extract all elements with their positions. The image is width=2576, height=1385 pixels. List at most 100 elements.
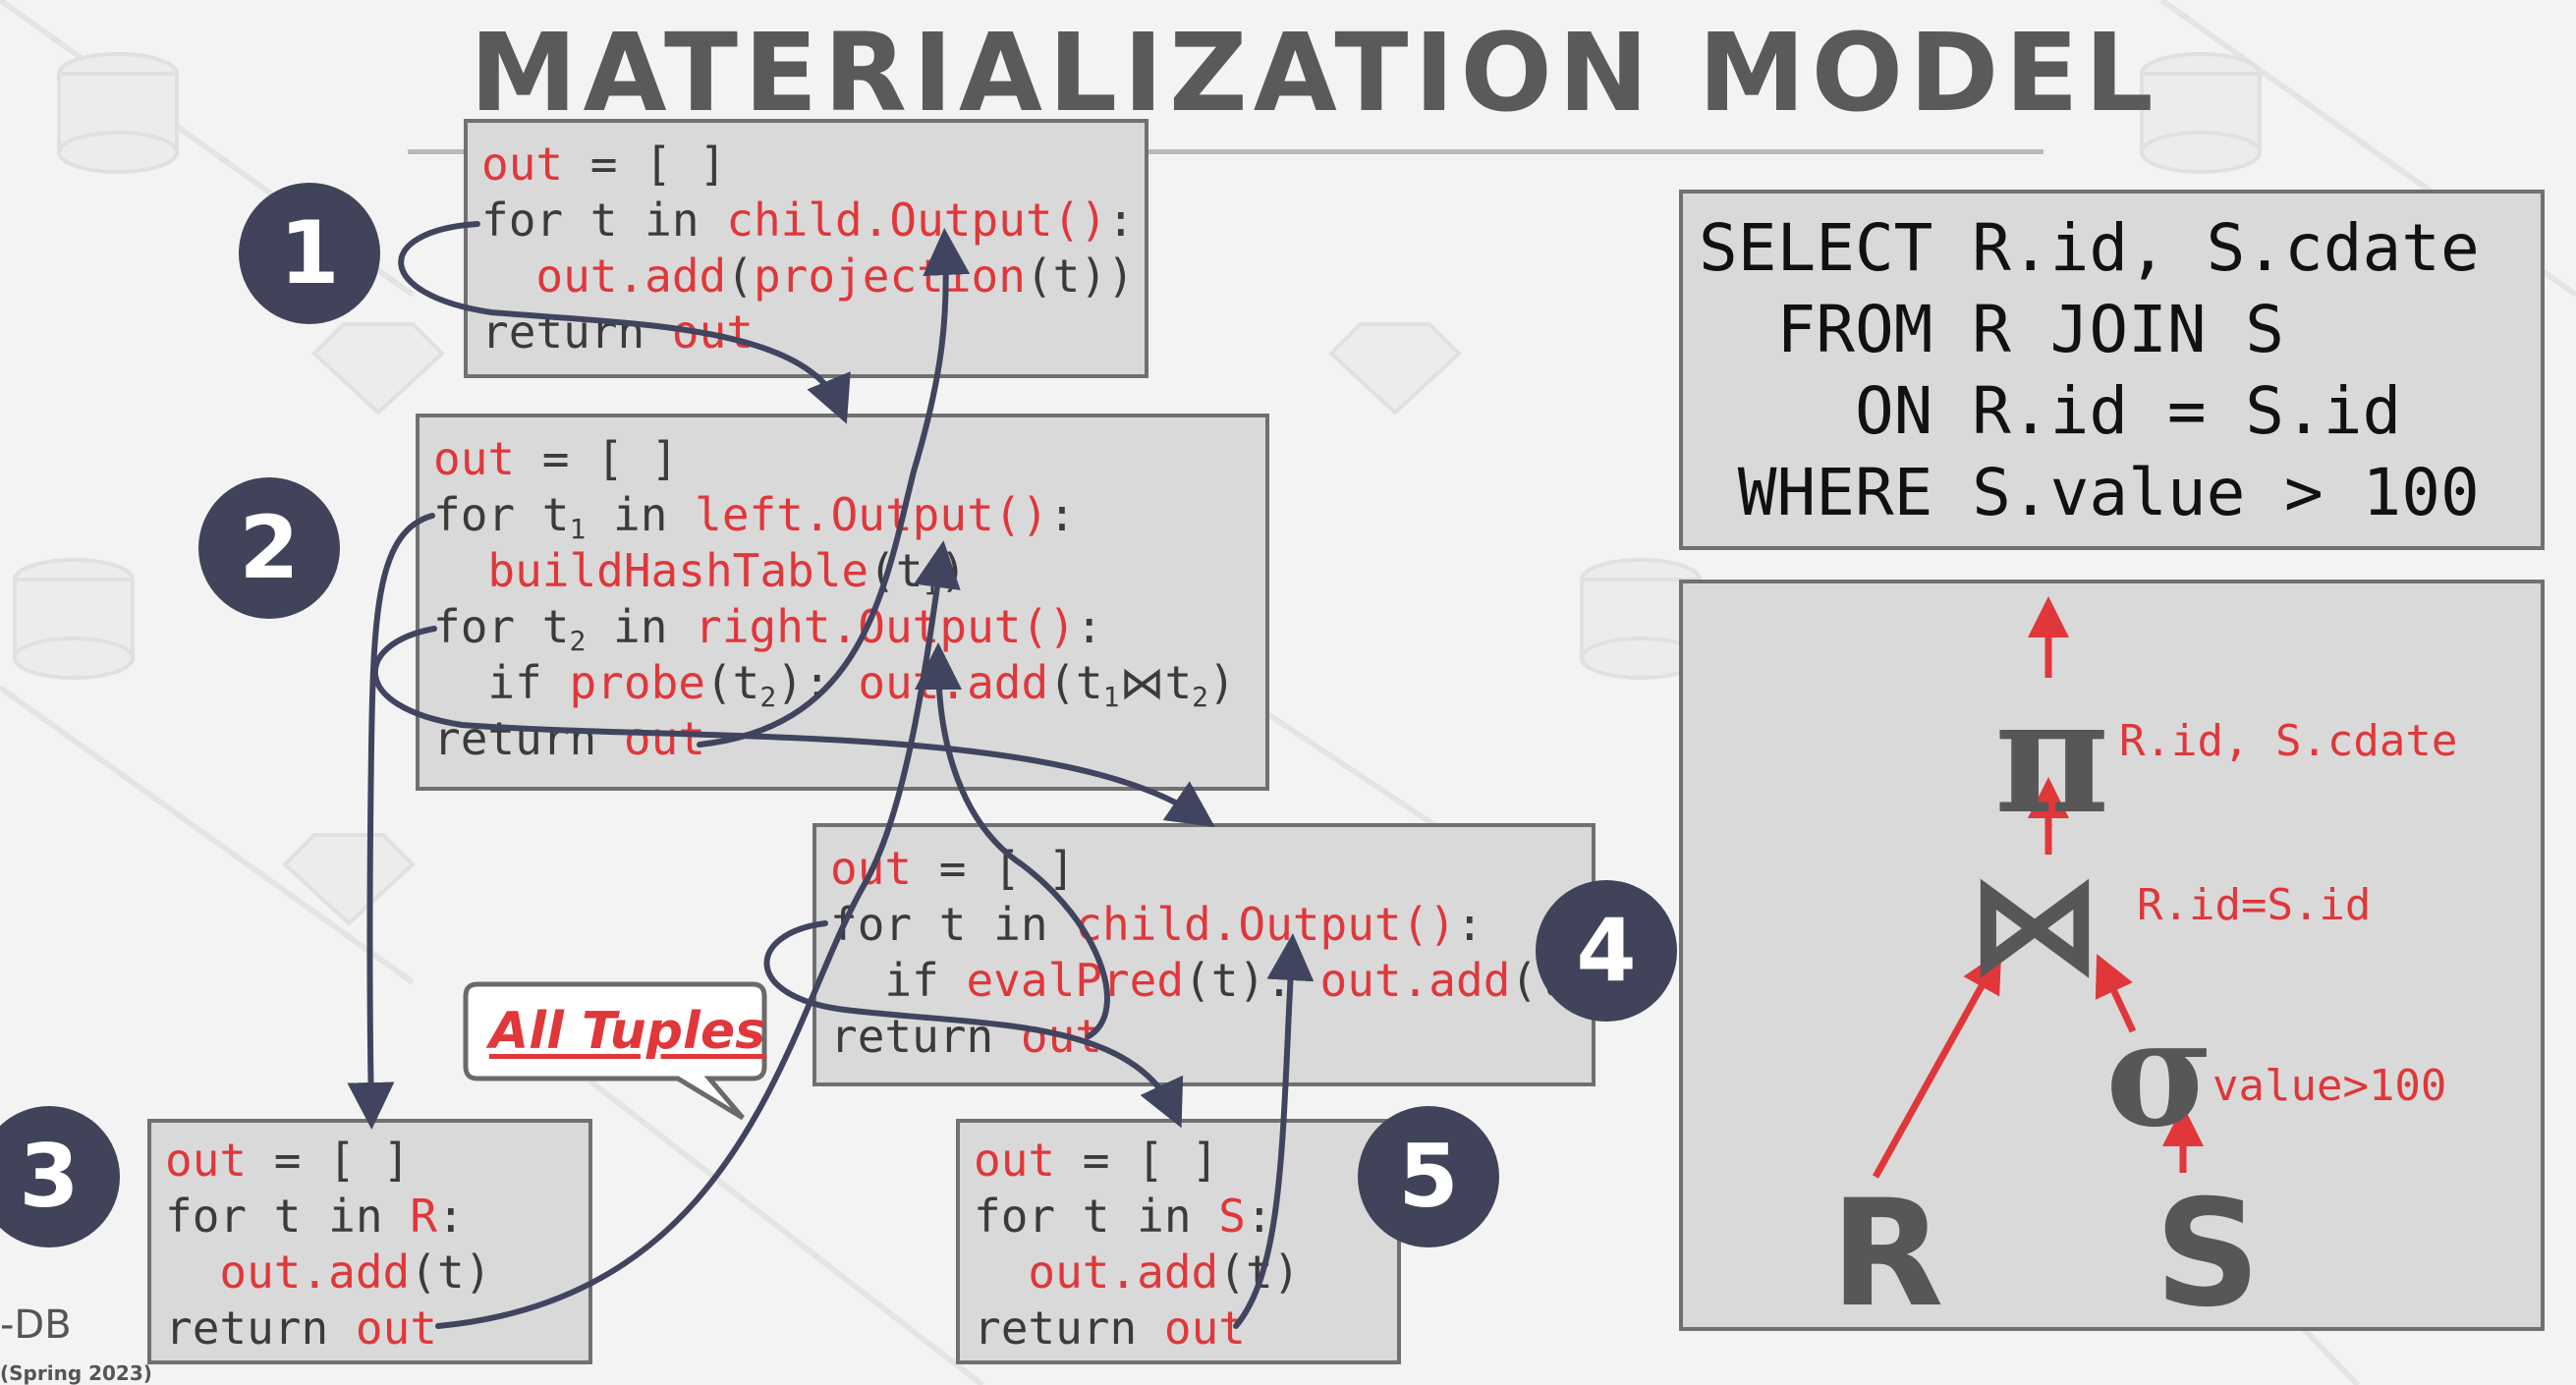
code-box-projection: out = [ ] for t in child.Output(): out.a… <box>464 119 1148 378</box>
callout-word-all: All <box>489 1002 564 1061</box>
code-token: child.Output() <box>726 194 1107 247</box>
code-box-join: out = [ ] for t1 in left.Output(): build… <box>416 414 1269 791</box>
code-token <box>974 1246 1028 1299</box>
plan-arrow-sigma-to-join <box>2095 953 2137 1033</box>
code-token: if <box>433 656 570 709</box>
code-subscript: 1 <box>569 513 587 545</box>
code-token: for t in <box>165 1190 411 1243</box>
sql-keyword: SELECT <box>1699 210 1933 286</box>
projection-label: R.id, S.cdate <box>2119 716 2458 766</box>
page-title: MATERIALIZATION MODEL <box>470 10 2159 136</box>
code-subscript: 1 <box>923 569 940 601</box>
code-subscript: 2 <box>569 625 587 657</box>
code-token: ): <box>776 656 859 709</box>
code-token: out.add <box>219 1246 411 1299</box>
code-token: out <box>355 1302 437 1355</box>
query-plan-arrows <box>1872 596 2204 1179</box>
step-badge-4: 4 <box>1536 880 1677 1022</box>
code-token: out <box>974 1134 1056 1187</box>
code-token: out <box>1020 1010 1102 1063</box>
code-token: for t in <box>481 194 727 247</box>
code-token: ) <box>939 544 968 597</box>
code-token: return <box>974 1302 1164 1355</box>
code-token: : <box>1106 194 1135 247</box>
query-plan-box: π R.id, S.cdate ⋈ R.id=S.id σ value>100 … <box>1679 580 2545 1331</box>
join-symbol: ⋈ <box>1966 845 2103 1005</box>
code-token: (t): <box>1184 954 1320 1007</box>
code-token: buildHashTable <box>487 544 869 597</box>
code-token: out <box>1163 1302 1246 1355</box>
code-token: right.Output() <box>695 600 1076 653</box>
selection-symbol: σ <box>2105 987 2214 1160</box>
code-token: return <box>830 1010 1021 1063</box>
code-token: R <box>410 1190 437 1243</box>
selection-label: value>100 <box>2212 1061 2447 1111</box>
code-token: return <box>433 712 624 765</box>
sql-query: SELECT R.id, S.cdate FROM R JOIN S ON R.… <box>1699 207 2480 533</box>
code-token: out.add <box>1028 1246 1219 1299</box>
code-token: out.add <box>1319 954 1511 1007</box>
code-token: for t in <box>974 1190 1219 1243</box>
footer-course: (Spring 2023) <box>0 1361 152 1385</box>
sql-keyword: WHERE <box>1699 455 1933 530</box>
plan-arrow-r-to-join <box>1872 950 2002 1179</box>
code-token: probe <box>569 656 705 709</box>
code-token: in <box>586 488 696 541</box>
code-token: : <box>1245 1190 1273 1243</box>
step-badge-5: 5 <box>1358 1106 1499 1247</box>
code-token: : <box>1048 488 1076 541</box>
code-filter: out = [ ] for t in child.Output(): if ev… <box>830 841 1593 1065</box>
code-token: ( <box>726 249 754 303</box>
sql-clause: S.value > 100 <box>1932 455 2480 530</box>
callout-all-tuples: All Tuples <box>489 1002 765 1061</box>
code-token: out <box>433 432 516 485</box>
code-subscript: 2 <box>759 681 777 713</box>
sql-clause: R JOIN S <box>1932 292 2285 367</box>
step-badge-3: 3 <box>0 1106 120 1247</box>
code-token: if <box>830 954 967 1007</box>
code-token: for t <box>433 488 570 541</box>
code-token: : <box>1075 600 1103 653</box>
sql-keyword: FROM <box>1699 292 1933 367</box>
code-token: ) <box>1208 656 1236 709</box>
code-token: projection <box>753 249 1026 303</box>
code-token: (t <box>704 656 760 709</box>
code-token: = [ ] <box>563 138 727 191</box>
code-token: (t) <box>1218 1246 1301 1299</box>
code-token: evalPred <box>966 954 1185 1007</box>
code-token <box>433 544 487 597</box>
sql-keyword: ON <box>1699 373 1933 449</box>
code-token: = [ ] <box>912 842 1076 895</box>
sql-clause: R.id = S.id <box>1932 373 2402 449</box>
sql-clause: R.id, S.cdate <box>1932 210 2480 286</box>
code-subscript: 2 <box>1192 681 1208 713</box>
code-token: out <box>165 1134 248 1187</box>
code-token: child.Output() <box>1075 898 1456 951</box>
code-token: left.Output() <box>695 488 1049 541</box>
code-scan-s: out = [ ] for t in S: out.add(t) return … <box>974 1133 1300 1357</box>
join-label: R.id=S.id <box>2137 880 2372 930</box>
code-token: : <box>436 1190 465 1243</box>
code-token <box>165 1246 219 1299</box>
code-token: out <box>830 842 913 895</box>
step-badge-2: 2 <box>198 477 340 619</box>
step-badge-1: 1 <box>239 183 380 324</box>
code-token: out <box>481 138 564 191</box>
sql-query-box: SELECT R.id, S.cdate FROM R JOIN S ON R.… <box>1679 190 2545 550</box>
relation-r: R <box>1830 1169 1944 1340</box>
code-token <box>481 249 535 303</box>
code-token: out <box>623 712 705 765</box>
code-box-scan-s: out = [ ] for t in S: out.add(t) return … <box>956 1119 1401 1364</box>
code-token: (t)) <box>1025 249 1135 303</box>
code-projection: out = [ ] for t in child.Output(): out.a… <box>481 137 1135 360</box>
code-token: = [ ] <box>1055 1134 1219 1187</box>
projection-symbol: π <box>1994 664 2110 849</box>
code-token: S <box>1218 1190 1246 1243</box>
code-token: return <box>481 305 672 359</box>
code-token: for t in <box>830 898 1076 951</box>
code-token: (t <box>868 544 924 597</box>
footer-logo: -DB <box>0 1302 72 1348</box>
callout-word-tuples: Tuples <box>563 1002 766 1061</box>
code-token: return <box>165 1302 356 1355</box>
code-token: for t <box>433 600 570 653</box>
